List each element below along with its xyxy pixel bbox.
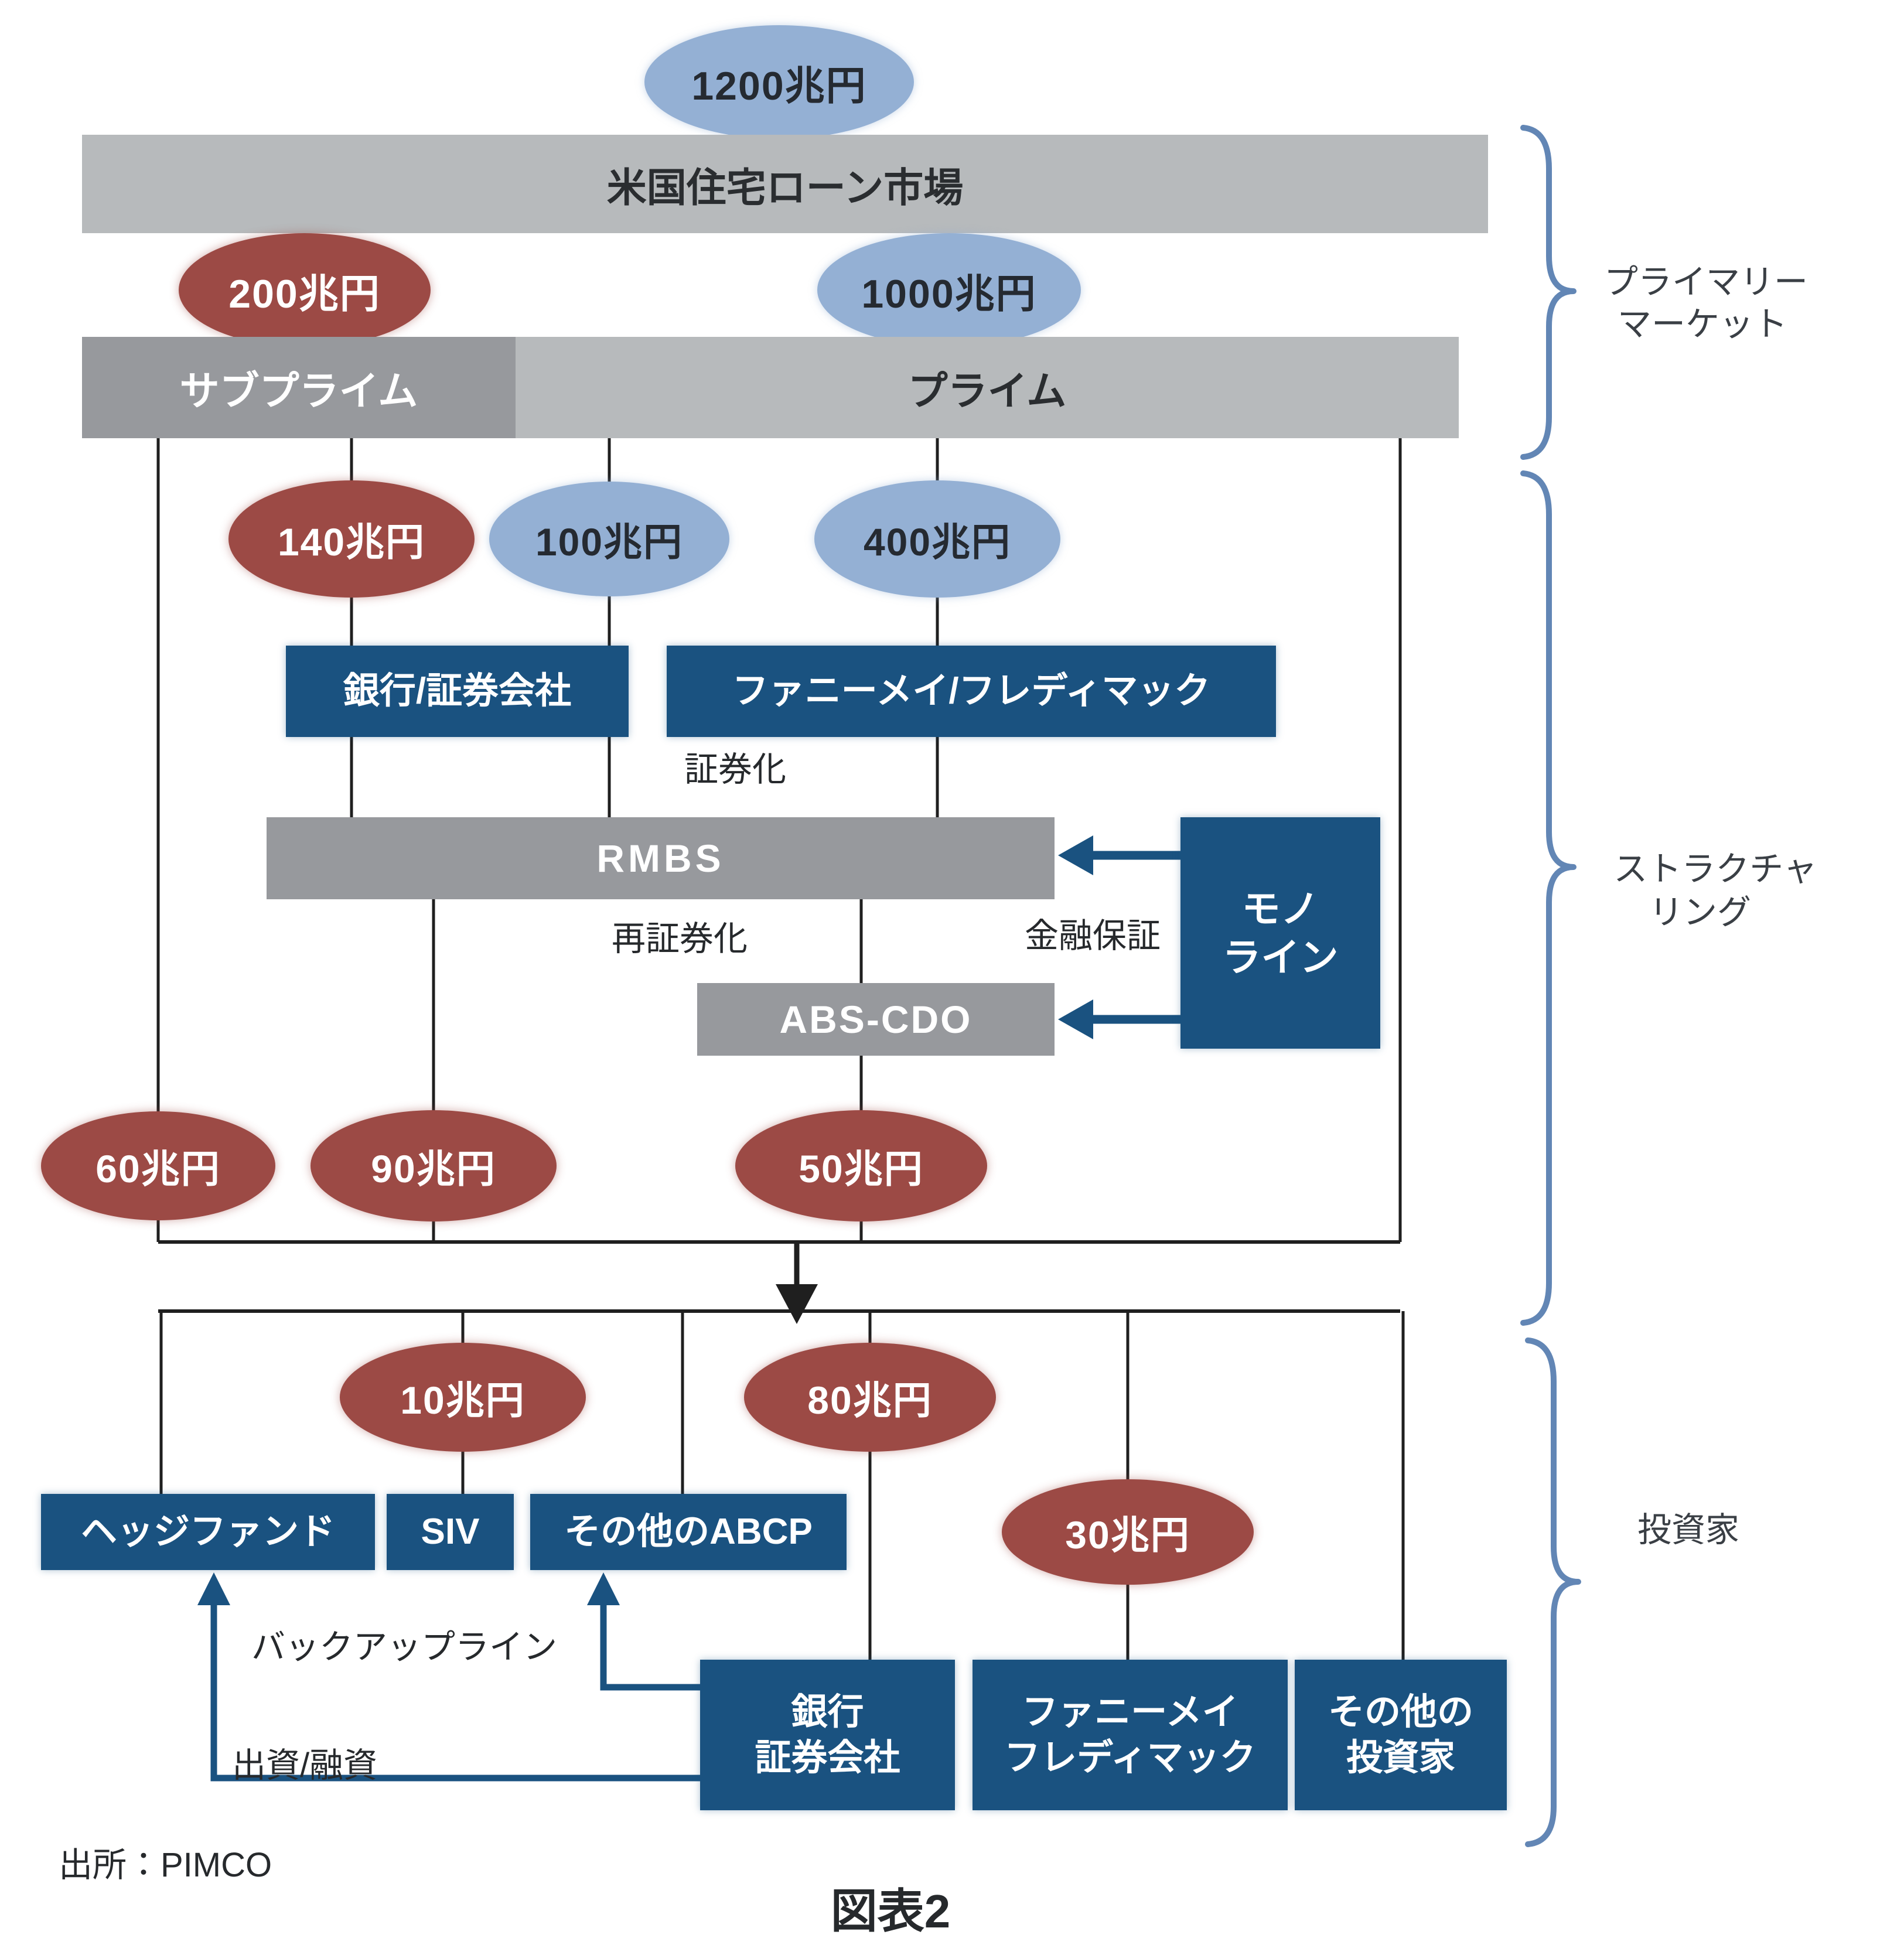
- figure-caption: 図表2: [830, 1885, 951, 1937]
- us-mortgage-market-label: 米国住宅ローン市場: [606, 165, 964, 210]
- rmbs-label: RMBS: [596, 837, 725, 880]
- total-market-amount-ellipse: 1200兆円: [644, 25, 914, 139]
- subprime-amount: 200兆円: [228, 271, 381, 316]
- amount-100: 100兆円: [535, 520, 684, 564]
- prime-label: プライム: [907, 369, 1067, 414]
- bank-securities-label: 銀行/証券会社: [343, 671, 572, 712]
- amount-10-ellipse: 10兆円: [340, 1343, 586, 1452]
- amount-140: 140兆円: [277, 520, 426, 564]
- us-mortgage-market-bar: 米国住宅ローン市場: [82, 135, 1488, 233]
- re-securitization-label: 再証券化: [611, 920, 748, 958]
- backup-arrow-head: [587, 1572, 620, 1605]
- subprime-amount-ellipse: 200兆円: [179, 233, 431, 347]
- fannie-freddie-box: ファニーメイ/フレディマック: [667, 646, 1276, 737]
- other-abcp-box: その他のABCP: [530, 1494, 847, 1570]
- structuring-brace: [1520, 470, 1577, 1326]
- subprime-label: サブプライム: [179, 369, 418, 414]
- amount-50-ellipse: 50兆円: [735, 1110, 987, 1221]
- equity-loan-label: 出資/融資: [231, 1746, 378, 1784]
- other-abcp-label: その他のABCP: [564, 1511, 813, 1552]
- amount-30-ellipse: 30兆円: [1002, 1479, 1254, 1585]
- rmbs-bar: RMBS: [267, 817, 1055, 899]
- amount-400: 400兆円: [863, 520, 1012, 564]
- bank-securities-investor-line2: 証券会社: [755, 1737, 900, 1778]
- amount-60: 60兆円: [95, 1147, 221, 1190]
- hedge-fund-box: ヘッジファンド: [41, 1494, 375, 1570]
- prime-amount: 1000兆円: [861, 271, 1037, 316]
- amount-30: 30兆円: [1065, 1513, 1190, 1557]
- financial-guarantee-arrows: [1058, 835, 1180, 1039]
- total-market-amount: 1200兆円: [691, 63, 867, 108]
- structuring-brace-label-line2: リング: [1649, 893, 1752, 931]
- siv-box: SIV: [387, 1494, 514, 1570]
- bank-securities-investor-line1: 銀行: [791, 1692, 864, 1732]
- structuring-brace-label-line1: ストラクチャ: [1613, 850, 1817, 888]
- amount-80: 80兆円: [807, 1378, 933, 1422]
- monoline-box: モノ ライン: [1180, 817, 1380, 1049]
- fannie-freddie-label: ファニーメイ/フレディマック: [732, 671, 1211, 712]
- fannie-freddie-investor-line2: フレディマック: [1004, 1737, 1256, 1778]
- prime-bar: プライム: [516, 337, 1459, 438]
- amount-80-ellipse: 80兆円: [744, 1343, 996, 1452]
- amount-140-ellipse: 140兆円: [228, 480, 475, 598]
- abs-cdo-label: ABS-CDO: [779, 998, 973, 1041]
- backup-line-label: バックアップライン: [251, 1628, 558, 1666]
- down-arrow-head: [776, 1284, 818, 1324]
- amount-90: 90兆円: [371, 1147, 496, 1190]
- other-investors-box: その他の 投資家: [1295, 1660, 1507, 1810]
- financial-guarantee-label: 金融保証: [1024, 917, 1161, 955]
- abs-cdo-box: ABS-CDO: [697, 983, 1055, 1056]
- hedge-fund-label: ヘッジファンド: [80, 1511, 335, 1552]
- other-investors-line2: 投資家: [1346, 1737, 1455, 1778]
- equity-arrow-head: [197, 1572, 230, 1605]
- other-investors-line1: その他の: [1328, 1692, 1473, 1732]
- investors-brace: [1525, 1337, 1581, 1847]
- bank-securities-box: 銀行/証券会社: [286, 646, 629, 737]
- fannie-freddie-investor-box: ファニーメイ フレディマック: [973, 1660, 1288, 1810]
- monoline-label-line1: モノ: [1241, 887, 1319, 930]
- monoline-label-line2: ライン: [1222, 935, 1339, 979]
- primary-market-brace-label-line1: プライマリー: [1603, 263, 1809, 301]
- prime-amount-ellipse: 1000兆円: [817, 233, 1081, 347]
- amount-60-ellipse: 60兆円: [41, 1111, 275, 1220]
- primary-market-brace-label-line2: マーケット: [1617, 305, 1788, 343]
- investors-brace-label: 投資家: [1637, 1511, 1740, 1549]
- backup-line-wires: [210, 1601, 700, 1782]
- fannie-freddie-investor-line1: ファニーメイ: [1022, 1692, 1238, 1732]
- securitization-label: 証券化: [684, 750, 787, 789]
- bank-securities-investor-box: 銀行 証券会社: [700, 1660, 955, 1810]
- primary-market-brace: [1520, 125, 1577, 460]
- amount-400-ellipse: 400兆円: [814, 480, 1060, 598]
- subprime-bar: サブプライム: [82, 337, 516, 438]
- siv-label: SIV: [421, 1511, 480, 1552]
- amount-100-ellipse: 100兆円: [489, 482, 729, 596]
- source-note: 出所：PIMCO: [59, 1846, 272, 1884]
- amount-50: 50兆円: [799, 1147, 924, 1190]
- amount-90-ellipse: 90兆円: [310, 1110, 557, 1221]
- amount-10: 10兆円: [400, 1378, 526, 1422]
